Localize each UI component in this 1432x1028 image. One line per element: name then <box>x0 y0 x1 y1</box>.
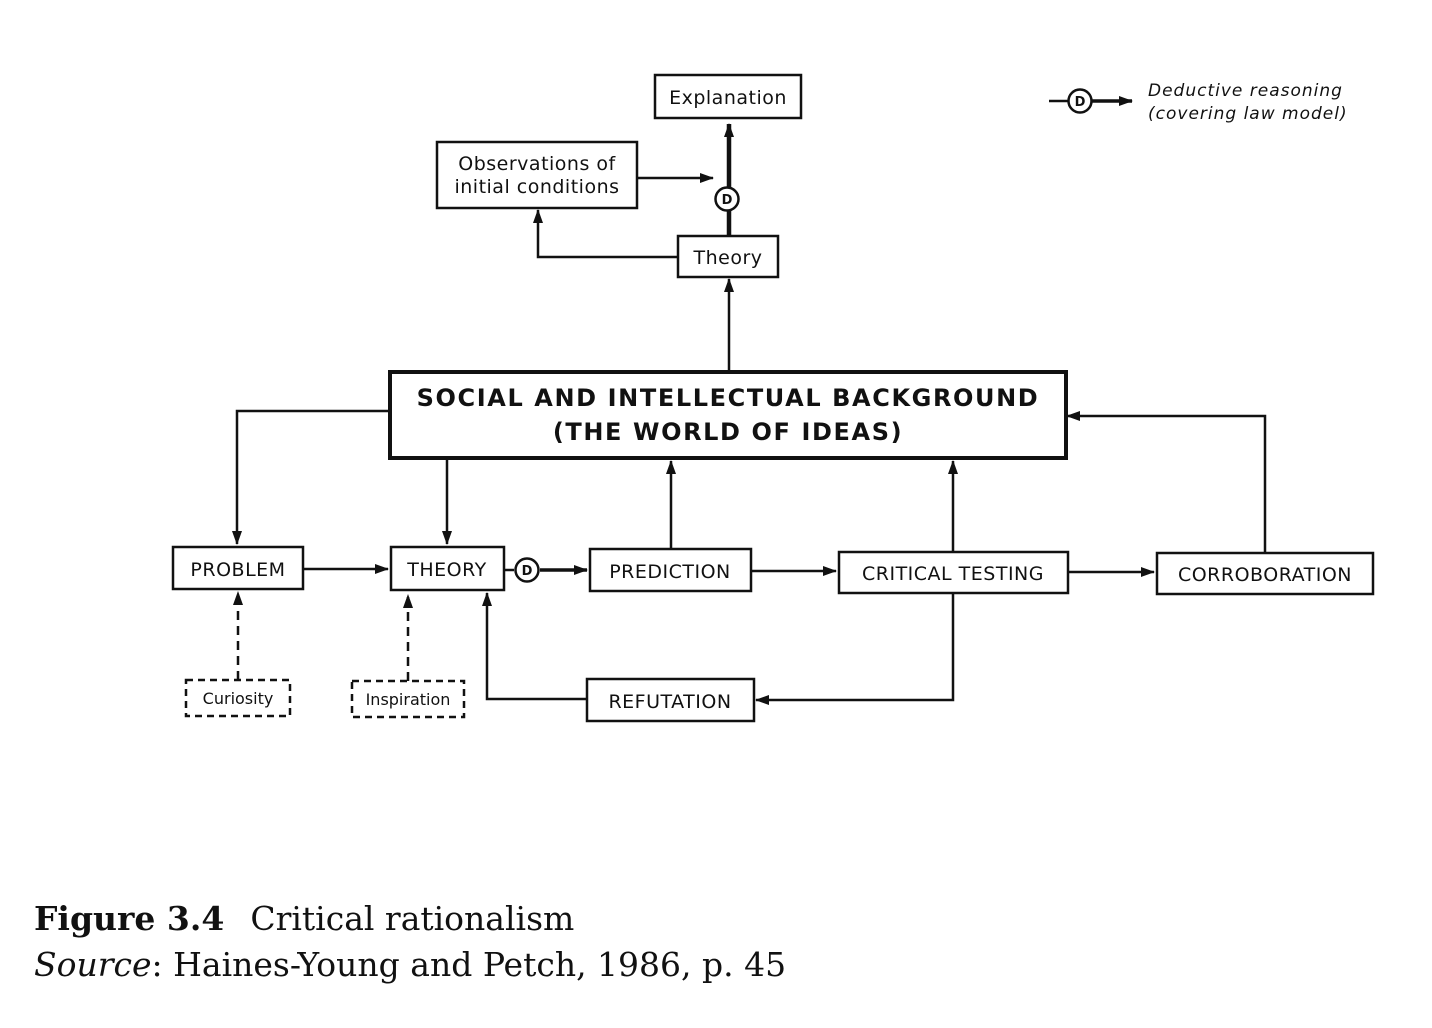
source-line: Source: Haines-Young and Petch, 1986, p.… <box>34 942 786 988</box>
explanation-box <box>653 73 803 120</box>
explanation-node: Explanation <box>653 73 803 120</box>
corroboration-box <box>1155 551 1375 596</box>
deduction-circle-main <box>514 557 540 583</box>
observations-label-line2: initial conditions <box>454 176 619 198</box>
figure-caption: Figure 3.4 Critical rationalism Source: H… <box>34 896 786 988</box>
background-node: SOCIAL AND INTELLECTUAL BACKGROUND (THE … <box>388 370 1068 460</box>
critical-testing-label: CRITICAL TESTING <box>862 563 1044 585</box>
explanation-label: Explanation <box>669 87 787 109</box>
theory-main-node: THEORY <box>389 545 506 592</box>
theory-main-box <box>389 545 506 592</box>
curiosity-box <box>184 678 292 718</box>
refutation-box <box>585 677 756 723</box>
observations-label-line1: Observations of <box>458 153 616 175</box>
source-label: Source <box>34 945 152 984</box>
legend-label-line2: (covering law model) <box>1148 104 1348 124</box>
background-label-line2: (THE WORLD OF IDEAS) <box>553 418 903 446</box>
refutation-label: REFUTATION <box>608 691 731 713</box>
theory-top-box <box>676 234 780 279</box>
prediction-label: PREDICTION <box>609 561 731 583</box>
observations-node: Observations of initial conditions <box>435 140 639 210</box>
prediction-box <box>588 547 753 593</box>
refutation-node: REFUTATION <box>585 677 756 723</box>
theory-top-node: Theory <box>676 234 780 279</box>
deduction-letter-top: D <box>722 193 733 208</box>
deduction-circle-top <box>714 186 740 212</box>
background-label-line1: SOCIAL AND INTELLECTUAL BACKGROUND <box>417 384 1040 412</box>
critical-testing-box <box>837 550 1070 595</box>
inspiration-node: Inspiration <box>350 679 466 719</box>
theory-top-label: Theory <box>692 247 762 269</box>
source-text: : Haines-Young and Petch, 1986, p. 45 <box>151 945 787 984</box>
curiosity-node: Curiosity <box>184 678 292 718</box>
legend-d-letter: D <box>1075 95 1086 110</box>
arrow-background-to-problem <box>232 409 390 545</box>
arrow-refutation-to-theory <box>482 592 587 701</box>
figure-title: Critical rationalism <box>250 899 575 938</box>
corroboration-label: CORROBORATION <box>1178 564 1352 586</box>
legend: D Deductive reasoning (covering law mode… <box>1049 81 1348 124</box>
problem-box <box>171 545 305 591</box>
prediction-node: PREDICTION <box>588 547 753 593</box>
inspiration-box <box>350 679 466 719</box>
arrow-corroboration-to-background <box>1066 411 1267 552</box>
arrow-theory-to-observations <box>533 209 678 259</box>
deduction-marker-top: D <box>714 186 740 212</box>
figure-number: Figure 3.4 <box>34 899 225 938</box>
background-box <box>388 370 1068 460</box>
theory-main-label: THEORY <box>406 559 486 581</box>
legend-label-line1: Deductive reasoning <box>1148 81 1343 101</box>
critical-testing-node: CRITICAL TESTING <box>837 550 1070 595</box>
arrow-testing-to-refutation <box>755 593 955 705</box>
legend-d-circle <box>1067 88 1093 114</box>
figure-caption-line: Figure 3.4 Critical rationalism <box>34 896 786 942</box>
deduction-letter-main: D <box>522 564 533 579</box>
inspiration-label: Inspiration <box>366 690 451 709</box>
observations-box <box>435 140 639 210</box>
problem-label: PROBLEM <box>190 559 285 581</box>
corroboration-node: CORROBORATION <box>1155 551 1375 596</box>
problem-node: PROBLEM <box>171 545 305 591</box>
curiosity-label: Curiosity <box>203 689 274 708</box>
deduction-marker-main: D <box>514 557 540 583</box>
